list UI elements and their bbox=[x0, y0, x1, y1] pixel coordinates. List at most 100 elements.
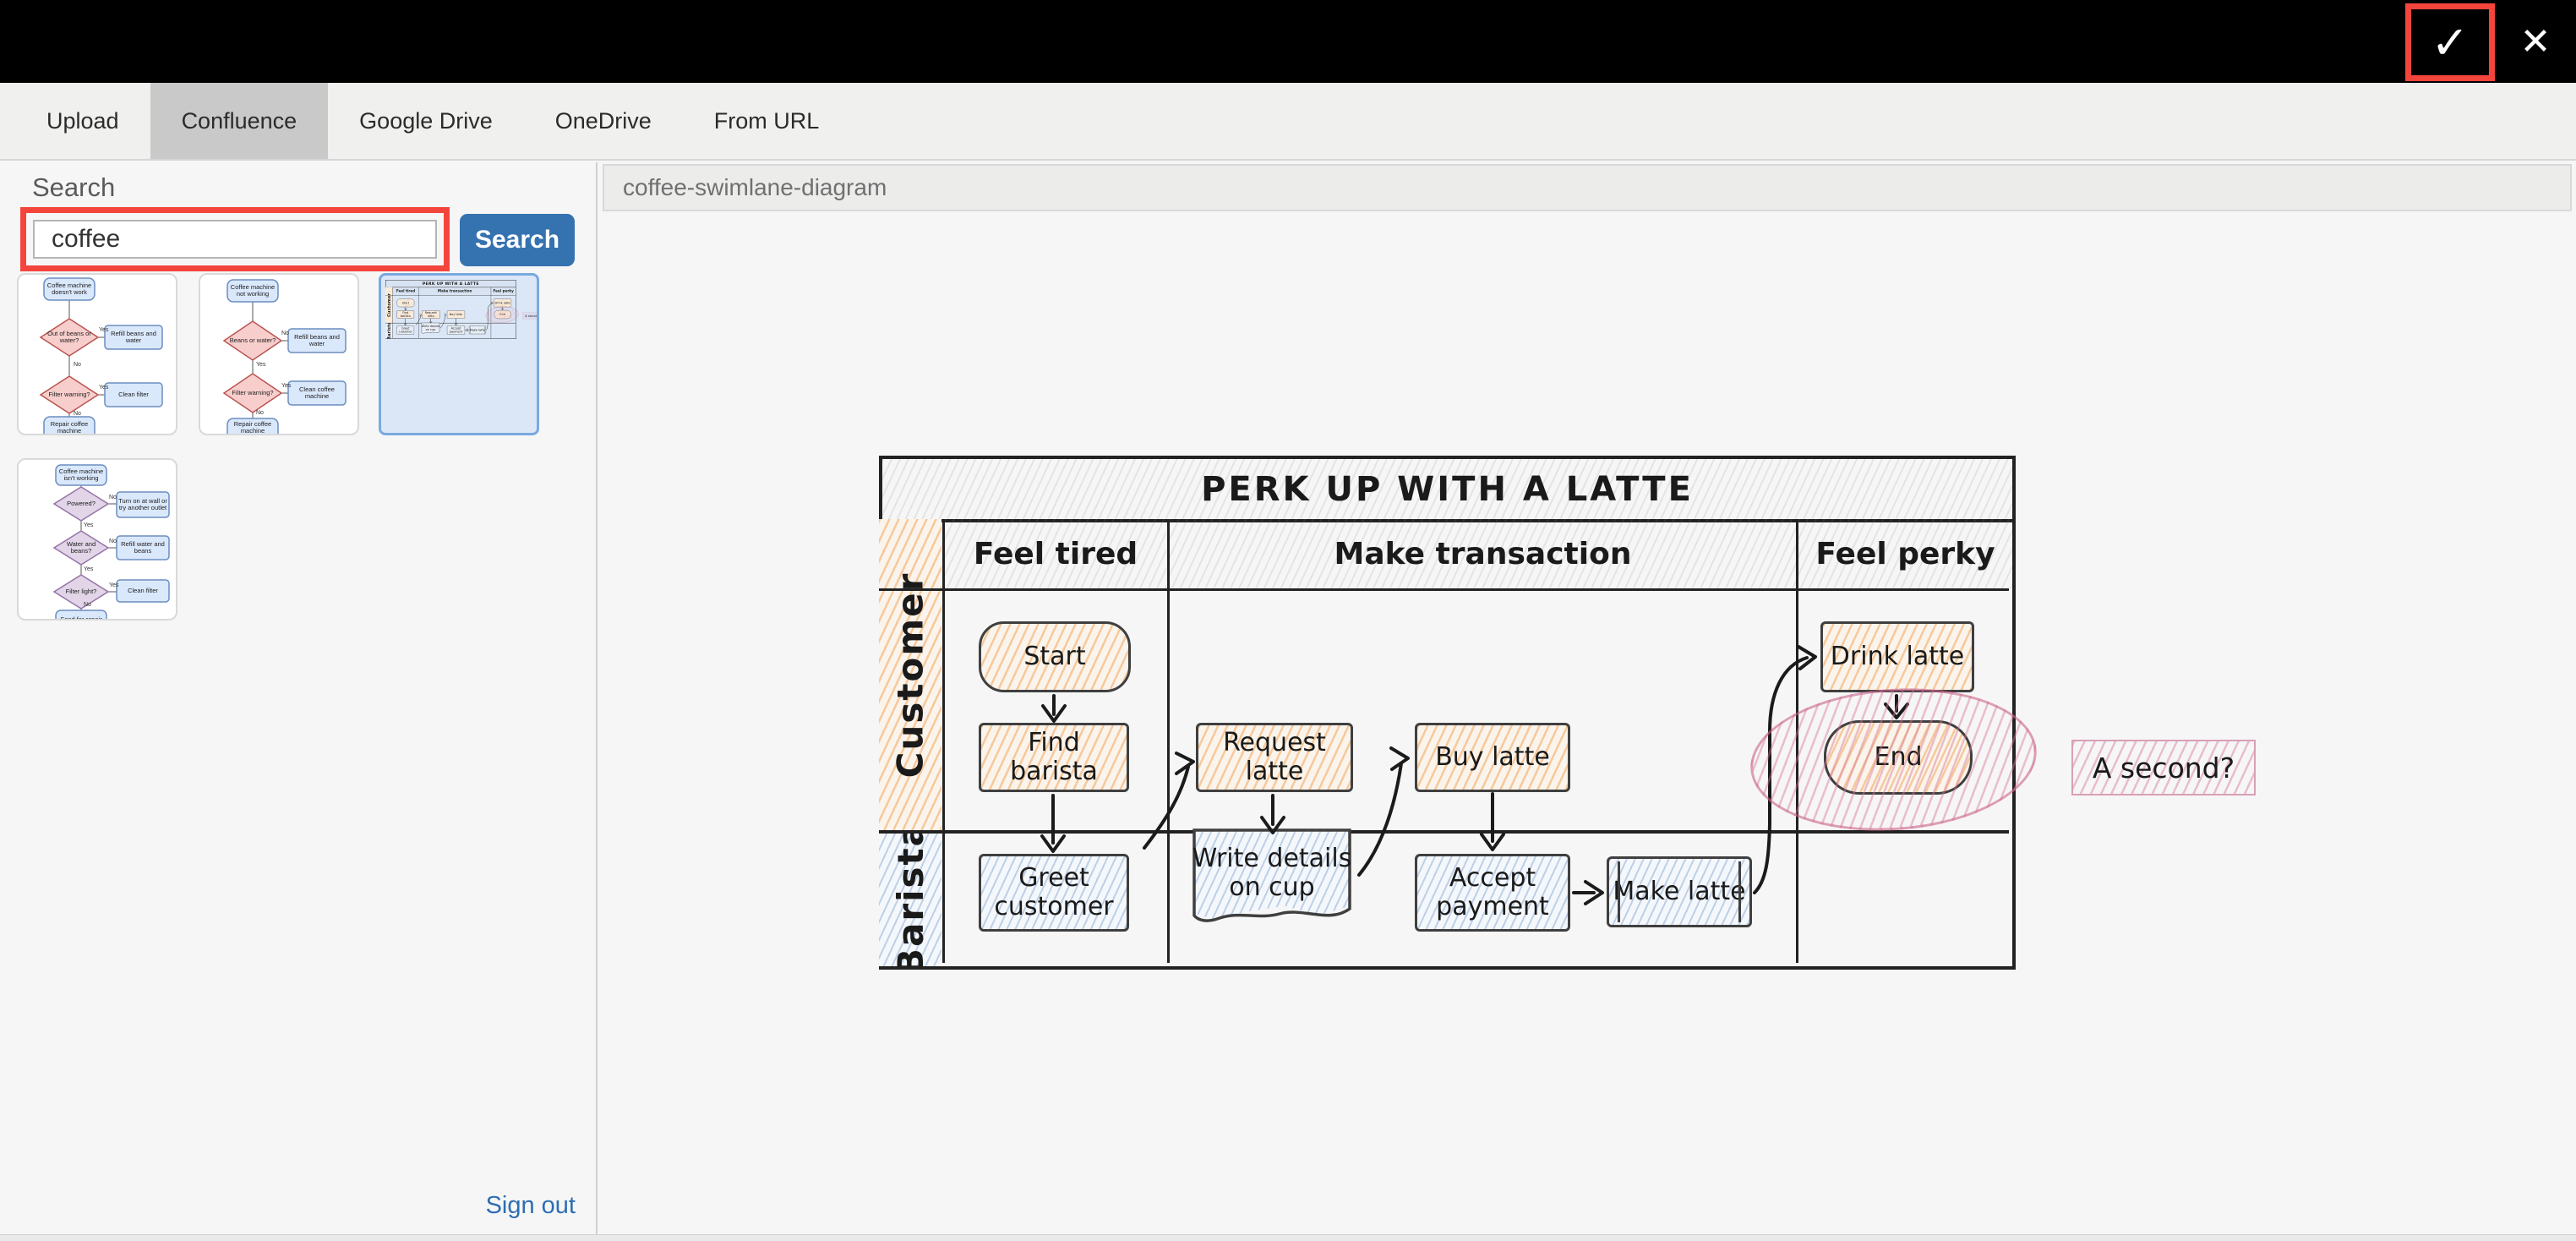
node-write-details: Write details on cup bbox=[421, 324, 440, 331]
diagram-preview: PERK UP WITH A LATTE Feel tired Make tra… bbox=[879, 456, 2316, 984]
mini-node: Clean filter bbox=[128, 586, 158, 594]
tab-google-drive[interactable]: Google Drive bbox=[359, 107, 493, 134]
mini-flowchart-shapes bbox=[222, 279, 347, 434]
mini-node: Coffee machine isn't working bbox=[58, 467, 104, 482]
search-panel: Search Search bbox=[0, 162, 598, 1234]
header-row-border bbox=[879, 588, 2009, 591]
node-find-barista: Find barista bbox=[979, 723, 1129, 792]
phase-feel-perky: Feel perky bbox=[1798, 519, 2012, 588]
mini-edge-label: No bbox=[109, 495, 117, 500]
result-thumbnail-flowchart-3[interactable]: Coffee machine isn't working Powered? No… bbox=[17, 458, 177, 620]
tab-from-url[interactable]: From URL bbox=[713, 107, 820, 134]
mini-flowchart-shapes bbox=[52, 464, 170, 619]
document-shape-outline bbox=[421, 322, 440, 334]
mini-node: Clean filter bbox=[118, 390, 149, 398]
phase-make-transaction: Make transaction bbox=[1170, 519, 1796, 588]
document-shape-outline bbox=[1192, 828, 1351, 922]
tab-confluence[interactable]: Confluence bbox=[150, 83, 329, 159]
node-make-latte: Make latte bbox=[1607, 856, 1752, 927]
lane-barista: Barista bbox=[385, 322, 393, 339]
search-input-highlight bbox=[20, 207, 450, 271]
sign-out-link[interactable]: Sign out bbox=[485, 1192, 576, 1219]
node-accept-payment: Accept payment bbox=[446, 325, 466, 335]
result-thumbnail-flowchart-1[interactable]: Coffee machine doesn't work Out of beans… bbox=[17, 273, 177, 435]
lane-barista-label: Barista bbox=[386, 322, 392, 339]
annotation-a-second: A second? bbox=[522, 312, 537, 320]
mini-flowchart-1: Coffee machine doesn't work Out of beans… bbox=[19, 275, 176, 434]
lane-customer-label: Customer bbox=[386, 292, 392, 317]
top-bar: ✓ ✕ bbox=[0, 0, 2576, 83]
search-input[interactable] bbox=[33, 220, 437, 259]
node-accept-payment: Accept payment bbox=[1415, 854, 1570, 932]
mini-node: Powered? bbox=[67, 499, 96, 507]
mini-edge-label: Yes bbox=[256, 362, 266, 368]
node-greet-customer: Greet customer bbox=[396, 325, 415, 335]
bottom-strip bbox=[0, 1234, 2576, 1241]
document-hatch bbox=[421, 322, 440, 334]
mini-node: Filter light? bbox=[65, 587, 97, 595]
mini-swimlane-scale: PERK UP WITH A LATTE Feel tired Make tra… bbox=[385, 280, 537, 341]
node-make-latte: Make latte bbox=[469, 325, 486, 335]
search-button[interactable]: Search bbox=[460, 214, 575, 266]
mini-node: Turn on at wall or try another outlet bbox=[118, 496, 167, 511]
mini-edge-label: No bbox=[109, 538, 117, 544]
close-button[interactable]: ✕ bbox=[2508, 15, 2562, 68]
mini-edge-label: Yes bbox=[84, 566, 94, 572]
mini-edge-label: Yes bbox=[99, 385, 109, 391]
node-request-latte: Request latte bbox=[422, 310, 440, 319]
result-thumbnail-swimlane-selected[interactable]: PERK UP WITH A LATTE Feel tired Make tra… bbox=[379, 273, 539, 435]
selected-filename: coffee-swimlane-diagram bbox=[623, 174, 887, 200]
source-tabs: Upload Confluence Google Drive OneDrive … bbox=[0, 83, 2576, 161]
tab-upload[interactable]: Upload bbox=[46, 107, 119, 134]
node-drink-latte: Drink latte bbox=[1820, 621, 1974, 692]
node-buy-latte: Buy latte bbox=[1415, 723, 1570, 792]
node-request-latte: Request latte bbox=[1196, 723, 1353, 792]
phase-border-2 bbox=[1796, 519, 1798, 963]
lane-barista-label: Barista bbox=[889, 830, 931, 966]
mini-edge-label: Yes bbox=[281, 383, 292, 389]
mini-edge-label: No bbox=[281, 331, 289, 336]
node-drink-latte: Drink latte bbox=[494, 298, 512, 308]
mini-flowchart-3: Coffee machine isn't working Powered? No… bbox=[19, 460, 176, 619]
process-bar-left bbox=[1618, 861, 1620, 922]
lane-barista: Barista bbox=[879, 830, 941, 966]
phase-make-transaction: Make transaction bbox=[418, 287, 491, 296]
mini-node: Beans or water? bbox=[229, 336, 276, 344]
node-write-details-document: Write details on cup bbox=[421, 322, 440, 335]
mini-node: Repair coffee machine bbox=[50, 419, 89, 435]
phase-feel-perky: Feel perky bbox=[491, 287, 516, 296]
lane-divider bbox=[879, 830, 2009, 834]
diagram-title: PERK UP WITH A LATTE bbox=[882, 459, 2012, 522]
process-bar-right bbox=[1738, 861, 1741, 922]
mini-node: Send for repair bbox=[60, 615, 102, 620]
mini-edge-label: No bbox=[84, 602, 91, 608]
confirm-button[interactable]: ✓ bbox=[2405, 3, 2495, 81]
checkmark-icon: ✓ bbox=[2431, 17, 2470, 68]
mini-edge-label: Yes bbox=[84, 522, 94, 528]
node-make-latte-label: Make latte bbox=[1613, 876, 1746, 906]
lane-customer-label: Customer bbox=[889, 571, 931, 778]
node-find-barista: Find barista bbox=[396, 310, 415, 319]
result-thumbnail-flowchart-2[interactable]: Coffee machine not working Beans or wate… bbox=[199, 273, 359, 435]
mini-node: Coffee machine not working bbox=[230, 282, 276, 298]
node-make-latte-label: Make latte bbox=[469, 328, 485, 332]
node-write-details-document: Write details on cup bbox=[1192, 828, 1352, 931]
node-end: End bbox=[1824, 720, 1973, 795]
mini-flowchart-2: Coffee machine not working Beans or wate… bbox=[200, 275, 357, 434]
mini-node: Refill beans and water bbox=[294, 332, 340, 347]
mini-node: Filter warning? bbox=[232, 388, 274, 396]
mini-edge-label: No bbox=[74, 362, 81, 368]
tab-onedrive[interactable]: OneDrive bbox=[554, 107, 652, 134]
mini-node: Repair coffee machine bbox=[233, 419, 272, 435]
mini-edge-label: No bbox=[74, 411, 81, 417]
phase-border-1 bbox=[1167, 519, 1170, 963]
mini-edge-label: Yes bbox=[99, 327, 109, 333]
mini-edge-label: No bbox=[256, 410, 264, 416]
close-icon: ✕ bbox=[2519, 20, 2551, 63]
node-end: End bbox=[494, 309, 511, 320]
node-start: Start bbox=[979, 621, 1131, 692]
node-greet-customer: Greet customer bbox=[979, 854, 1129, 932]
lane-customer: Customer bbox=[385, 287, 393, 323]
mini-node: Out of beans or water? bbox=[47, 329, 91, 344]
